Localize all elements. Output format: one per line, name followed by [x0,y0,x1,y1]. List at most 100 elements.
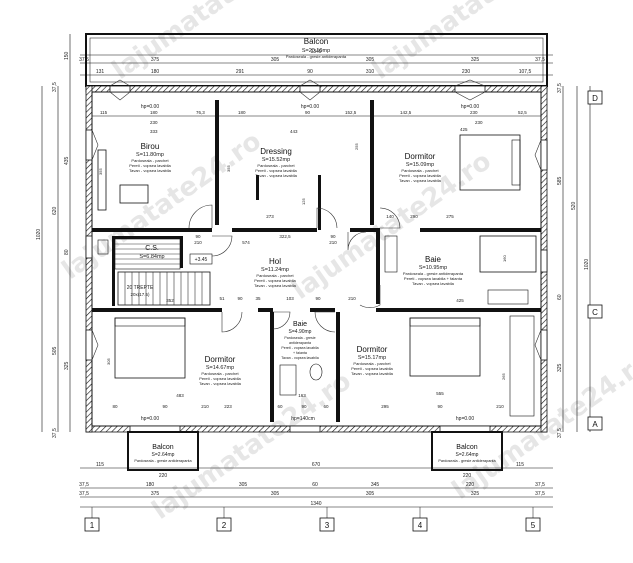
dim-label: 220 [466,482,475,488]
bottom-balconies: Balcon S=2.64mp Pardoseala - gresie anti… [127,431,503,471]
dim-label: 131 [96,69,105,75]
dim-label: 125 [301,198,306,205]
vanity [487,289,529,305]
dim-label: 90 [315,296,321,301]
dim-label: 90 [162,404,168,409]
dim-label: 305 [271,57,280,63]
room-finish: Pardoseala - parchet [256,273,294,278]
dim-label: 375 [151,491,160,497]
dim-label: 620 [52,206,58,215]
room-area: S=10.95mp [419,265,447,271]
axis-label: 1 [90,521,95,530]
right-dimensions: 37,5 585 520 1020 60 325 37,5 [557,83,591,438]
dim-label: 51 [219,296,225,301]
dim-label: 574 [242,240,250,245]
dim-label: 305 [366,57,375,63]
dim-label: 355 [226,165,231,172]
toilet [309,363,323,381]
room-area: S=15.52mp [262,157,290,163]
dim-label: 220 [159,473,168,479]
dim-label: 150 [64,51,70,60]
room-finish: Tavan - vopsea lavabila [351,371,394,376]
room-name: C.S. [145,245,159,252]
room-name: Dormitor [205,355,236,364]
dim-label: 295 [381,404,389,409]
room-finish: Pereti - vopsea lavabila [351,366,393,371]
dim-label: 505 [52,346,58,355]
dim-label: 670 [312,462,321,468]
room-birou: Birou S=11.80mp Pardoseala - parchet Per… [97,142,172,211]
dim-label: 322,5 [279,234,291,239]
sill-height: hp=140cm [291,416,315,422]
dim-label: 220 [463,473,472,479]
dim-label: 60 [557,294,563,300]
room-finish: Pereti - vopsea lavabila [399,173,441,178]
dim-label: 230 [475,120,483,125]
dim-label: 80 [112,404,118,409]
dim-label: 37,5 [535,482,545,488]
dim-label: 180 [151,69,160,75]
room-finish: Pereti - vopsea lavabila [129,163,171,168]
room-name: Dressing [260,147,292,156]
axis-label: 2 [222,521,227,530]
dim-label: 163 [298,393,306,398]
dim-label: 115 [516,462,524,468]
room-finish: + faianta [293,351,307,355]
dim-label: 60 [312,482,318,488]
dim-label: 305 [271,491,280,497]
dim-label: 60 [277,404,283,409]
room-finish: Pereti - vopsea lavabila [255,168,297,173]
room-baie-center: Baie S=4.90mp Pardoseala - gresie antide… [277,321,329,422]
room-area: S=11.24mp [261,267,289,273]
dim-label: 37,5 [79,482,89,488]
dim-label: 160 [502,255,507,262]
dim-label: 275 [446,214,454,219]
room-finish: Pardoseala - gresie antiderapanta [403,271,464,276]
bed [409,317,481,377]
room-name: Baie [425,255,442,264]
dim-label: 52,5 [518,110,527,115]
left-dimensions: 150 37,5 435 620 1020 80 505 325 37,5 [36,34,71,438]
dim-label: 443 [290,129,298,134]
room-finish: Pereti - vopsea lavabila + faianta [404,276,463,281]
axis-rows: D C A [587,90,603,431]
dim-label: 325 [557,363,563,372]
door-swings [188,204,401,333]
stair-sub: 20x(17.5) [130,292,150,297]
dim-label: 230 [462,69,471,75]
dim-label: 345 [371,482,380,488]
right-windows [534,139,548,361]
dim-label: 555 [436,391,444,396]
inner-dimensions-top: 115 180 76,3 180 90 152,5 142,5 230 52,5… [92,110,541,134]
dim-label: 333 [150,129,158,134]
dim-label: 90 [330,234,336,239]
dim-label: 103 [286,296,294,301]
shower [279,364,297,396]
dim-label: 310 [366,69,375,75]
dim-label: 230 [470,110,478,115]
room-finish: Tavan - vopsea lavabila [129,168,172,173]
dim-label: 1340 [310,501,321,507]
bathtub [479,235,537,273]
dim-label: 375 [151,57,160,63]
dim-label: 37,5 [557,83,563,93]
axis-columns: 1 2 3 4 5 [84,507,541,532]
sill-height: hp=0.00 [301,104,319,110]
room-finish: Pardoseala - gresie [284,336,315,340]
dim-label: 90 [437,404,443,409]
dim-label: 90 [195,234,201,239]
dim-label: 585 [557,176,563,185]
dim-label: 37,5 [79,57,89,63]
dim-label: 223 [224,404,232,409]
sill-height: hp=0.00 [141,416,159,422]
dim-label: 180 [150,110,158,115]
dim-label: 355 [98,168,103,175]
dim-label: 140 [386,214,394,219]
dim-label: 210 [329,240,337,245]
left-windows [85,129,99,361]
dim-label: 115 [96,462,104,468]
dim-label: 90 [305,110,311,115]
axis-label: 5 [531,521,536,530]
dim-label: 37,5 [557,428,563,438]
room-area: S=6.84mp [139,254,164,260]
